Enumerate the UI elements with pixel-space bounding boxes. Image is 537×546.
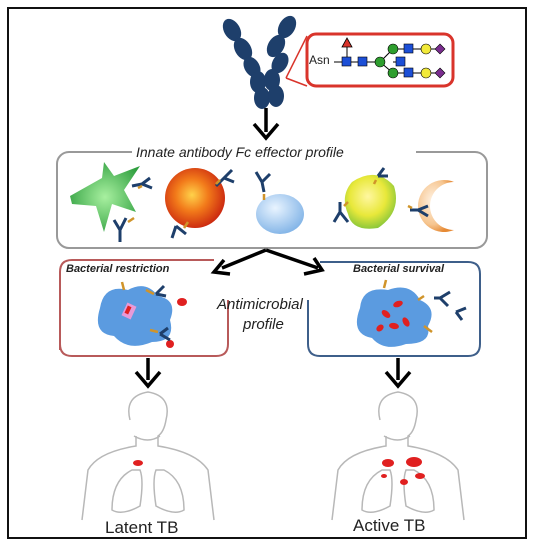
profile-label: profile	[243, 316, 284, 333]
bacterial-restriction-title: Bacterial restriction	[66, 263, 170, 275]
bisecting-glcnac-icon	[395, 56, 406, 67]
sialic-acid-icon	[434, 43, 446, 55]
active-lesion-icon	[381, 457, 425, 485]
bacterium-icon	[177, 298, 187, 306]
latent-tb-label: Latent TB	[105, 518, 179, 537]
bacterium-icon	[124, 305, 132, 315]
arrow-right-icon	[265, 248, 319, 270]
mannose-icon	[387, 43, 399, 55]
active-tb-label: Active TB	[353, 516, 426, 535]
glcnac-icon	[403, 43, 414, 54]
macrophage-icon	[344, 174, 396, 229]
infected-macrophage-icon	[356, 287, 432, 347]
galactose-icon	[420, 67, 432, 79]
antibody-icon	[222, 15, 297, 109]
galactose-icon	[420, 43, 432, 55]
fc-receptor-icon	[127, 179, 413, 229]
latent-lesion-icon	[133, 460, 143, 466]
bound-antibody-icon	[434, 290, 467, 321]
bound-antibody-icon	[154, 284, 171, 342]
figure-frame	[7, 7, 527, 539]
bacterium-icon	[166, 340, 174, 348]
fc-receptor-icon	[120, 281, 159, 334]
mannose-icon	[387, 67, 399, 79]
human-body-active-icon	[331, 391, 465, 521]
fucose-icon	[341, 37, 353, 48]
glcnac-icon	[357, 56, 368, 67]
effector-title-bg	[132, 142, 416, 162]
dendritic-cell-icon	[70, 162, 140, 232]
bound-antibody-icon	[112, 167, 429, 242]
nk-cell-icon	[165, 168, 225, 228]
glcnac-icon	[403, 67, 414, 78]
mannose-icon	[374, 56, 386, 68]
complement-cell-icon	[418, 180, 454, 232]
callout-line-top	[285, 35, 308, 79]
fc-receptor-icon	[382, 279, 433, 333]
arrow-left-head-icon	[210, 258, 231, 276]
effector-profile-title: Innate antibody Fc effector profile	[136, 144, 344, 160]
callout-line-bottom	[285, 77, 308, 87]
glcnac-icon	[341, 56, 352, 67]
bacterial-survival-title: Bacterial survival	[353, 263, 445, 275]
glycan-structure-icon	[334, 37, 446, 79]
antimicrobial-label: Antimicrobial	[217, 296, 303, 313]
neutrophil-icon	[256, 194, 304, 234]
asn-label: Asn	[309, 53, 330, 67]
arrow-right-head-icon	[303, 257, 325, 276]
human-body-latent-icon	[81, 391, 215, 521]
bacterial-survival-box	[307, 261, 481, 357]
arrow-down-right-head-icon	[384, 370, 412, 389]
bacteria-cluster-icon	[376, 300, 410, 332]
arrow-head-icon	[252, 122, 280, 141]
sialic-acid-icon	[434, 67, 446, 79]
arrow-left-icon	[221, 248, 267, 270]
bacterial-restriction-box	[59, 259, 229, 357]
arrow-down-left-head-icon	[134, 370, 162, 389]
